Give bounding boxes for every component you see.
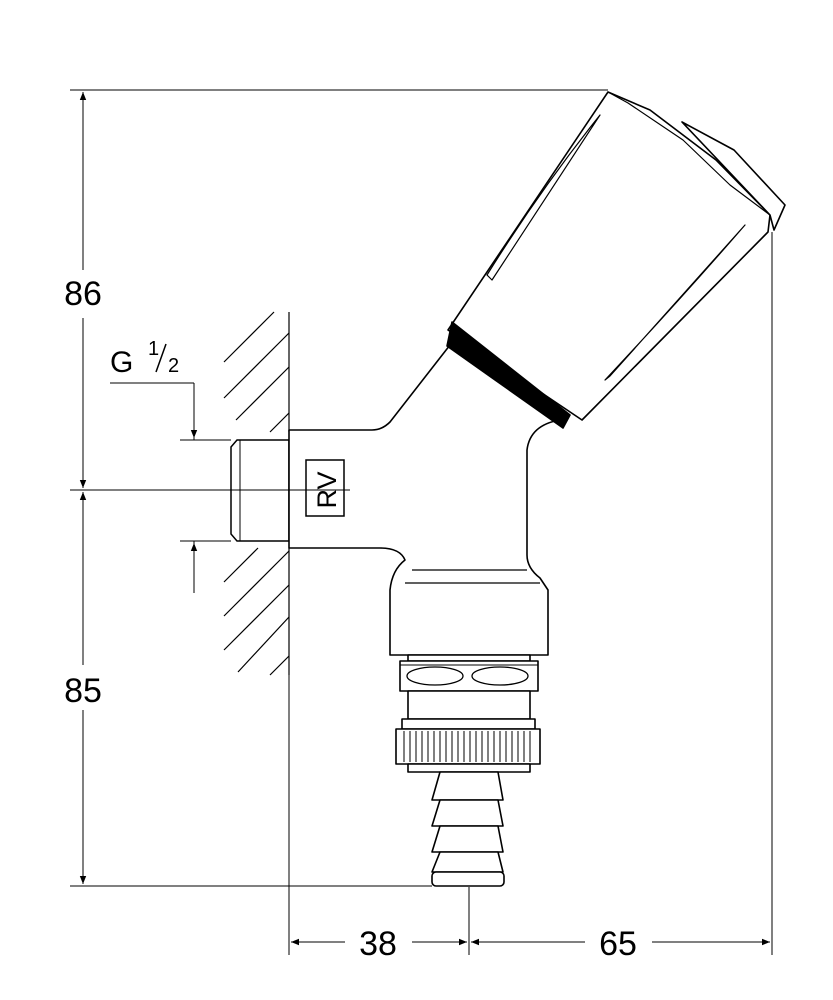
dim-width-left: 38 — [359, 925, 397, 963]
hose-coupling — [395, 654, 541, 887]
dim-height-upper: 86 — [64, 275, 102, 313]
dimension-arrows — [79, 92, 770, 946]
thread-denominator: 2 — [168, 355, 179, 377]
thread-letter: G — [110, 346, 133, 379]
thread-designation: G 1 2 — [110, 338, 179, 379]
dim-width-right: 65 — [599, 925, 637, 963]
wall-hatching — [223, 311, 290, 676]
rv-marking: RV — [305, 459, 345, 517]
dim-height-lower: 85 — [64, 672, 102, 710]
valve-body — [288, 344, 561, 656]
valve-handle — [446, 91, 786, 429]
thread-numerator: 1 — [148, 338, 159, 360]
